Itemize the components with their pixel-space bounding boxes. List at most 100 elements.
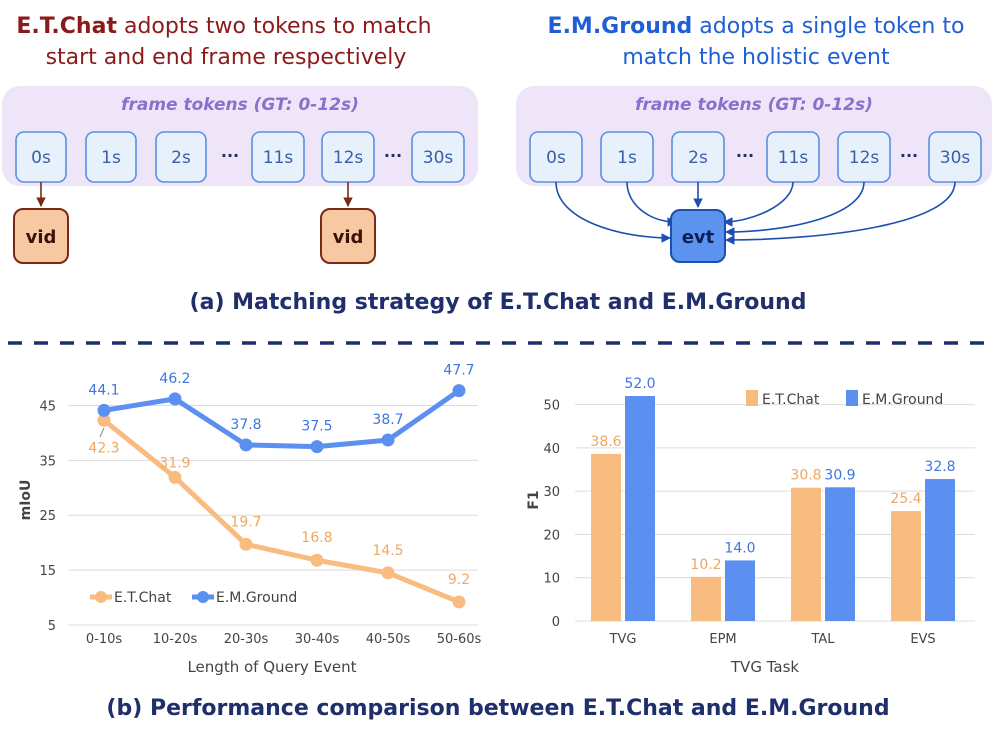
bar-data-label: 25.4 [890,491,921,507]
caption-a: (a) Matching strategy of E.T.Chat and E.… [190,290,807,315]
bar-chart-ytick: 40 [543,442,560,457]
bar-chart-xtick: EPM [709,632,736,647]
line-series-emground [103,388,461,450]
line-chart-ytick: 25 [39,509,56,524]
emground-ellipsis: ··· [900,146,918,165]
emground-ellipsis: ··· [736,146,754,165]
bar-data-label: 14.0 [724,540,755,556]
bar-etchat [591,453,621,621]
line-point-emground [168,392,182,406]
emground-heading-strong: E.M.Ground [548,14,693,39]
vid-token-label: vid [26,227,57,248]
bar-chart-ytick: 20 [543,528,560,543]
line-chart-ytick: 45 [39,399,56,414]
bar-chart: F1 TVG Task 0102030405038.652.0TVG10.214… [526,376,975,676]
bar-data-label: 30.9 [824,467,855,483]
etchat-frame-1s [85,131,137,183]
emground-frame-label: 1s [617,148,637,168]
emground-arrow-0s [555,181,671,243]
emground-evt-token [670,209,726,263]
emground-arrow-12s [725,181,865,237]
emground-arrow-11s [723,181,794,227]
bar-data-label: 30.8 [790,468,821,484]
line-chart-xtick: 50-60s [437,632,482,647]
line-chart-ytick: 5 [48,619,56,634]
bar-chart-xtick: TAL [810,632,835,647]
line-data-label: 38.7 [372,412,403,428]
bar-chart-ytick: 10 [543,572,560,587]
etchat-frame-2s [155,131,207,183]
line-chart-xtick: 0-10s [86,632,123,647]
line-data-label: 19.7 [230,514,261,530]
line-chart-xtick: 30-40s [295,632,340,647]
line-point-emground [381,433,395,447]
line-point-etchat [97,413,111,427]
bar-chart-xlabel: TVG Task [730,658,800,676]
line-legend-label: E.T.Chat [114,590,172,606]
emground-heading-rest: adopts a single token to [692,14,964,39]
line-data-label: 37.5 [301,419,332,435]
etchat-frame-label: 30s [423,148,454,168]
emground-arrows [555,181,956,245]
line-point-etchat [168,470,182,484]
etchat-frame-label: 0s [31,148,51,168]
bar-etchat [691,576,721,621]
line-point-emground [97,403,111,417]
bar-chart-ytick: 30 [543,485,560,500]
etchat-frame-11s [251,131,305,183]
etchat-frame-label: 1s [101,148,121,168]
etchat-ellipsis: ··· [384,146,402,165]
line-chart-ytick: 35 [39,454,56,469]
line-point-emground [310,440,324,454]
line-data-label: 47.7 [443,363,474,379]
emground-frame-label: 0s [546,148,566,168]
bar-legend-swatch [846,390,858,406]
line-point-etchat [239,537,253,551]
line-chart-ylabel: mIoU [18,480,34,521]
line-point-etchat [310,553,324,567]
emground-frames: 0s 1s 2s ··· 11s 12s ··· 30s [529,131,982,183]
emground-arrow-30s [725,181,956,245]
emground-frame-label: 12s [849,148,880,168]
line-point-emground [452,384,466,398]
etchat-ellipsis: ··· [221,146,239,165]
etchat-vid-token-end [320,208,376,264]
etchat-frame-label: 11s [263,148,294,168]
line-point-etchat [381,566,395,580]
line-data-label: 44.1 [88,382,119,398]
emground-frame-label: 2s [688,148,708,168]
bar-emground [825,487,855,621]
line-point-emground [239,438,253,452]
line-legend-marker [197,591,209,603]
evt-token-label: evt [682,227,715,248]
emground-heading-line1: E.M.Ground adopts a single token to [548,14,965,39]
line-data-label: 37.8 [230,417,261,433]
etchat-heading-strong: E.T.Chat [16,14,117,39]
bar-legend-label: E.T.Chat [762,392,820,408]
line-chart-ytick: 15 [39,564,56,579]
line-chart-xtick: 20-30s [224,632,269,647]
vid-token-label: vid [333,227,364,248]
bar-chart-xtick: EVS [910,632,935,647]
etchat-frame-30s [411,131,465,183]
bar-legend-swatch [746,390,758,406]
line-label-leader [99,427,105,438]
bar-chart-ytick: 0 [552,615,560,630]
etchat-vid-token-start [13,208,69,264]
line-chart-xtick: 40-50s [366,632,411,647]
line-series-etchat [102,418,460,605]
bar-chart-ytick: 50 [543,399,560,414]
bar-emground [725,560,755,621]
etchat-frames: 0s 1s 2s ··· 11s 12s ··· 30s [15,131,465,183]
bar-emground [925,479,955,621]
etchat-heading-line2: start and end frame respectively [46,45,407,70]
bar-data-label: 32.8 [924,459,955,475]
emground-band-label: frame tokens (GT: 0-12s) [635,95,873,115]
line-chart: mIoU Length of Query Event 5152535450-10… [18,363,481,676]
etchat-band-label: frame tokens (GT: 0-12s) [121,95,359,115]
bar-legend-label: E.M.Ground [862,392,943,408]
bar-emground [625,395,655,621]
line-point-etchat [452,595,466,609]
etchat-heading-rest: adopts two tokens to match [117,14,432,39]
